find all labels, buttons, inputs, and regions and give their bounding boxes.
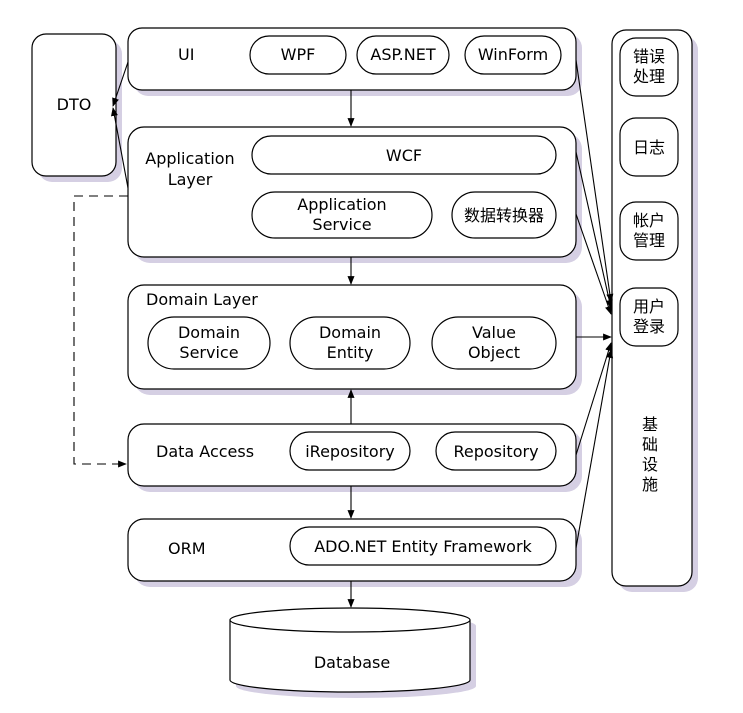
svg-text:WPF: WPF	[281, 45, 316, 64]
connectors	[73, 59, 614, 608]
application-service-box: Application Service	[251, 191, 433, 239]
svg-text:Service: Service	[312, 215, 371, 234]
infrastructure-title-char-3: 设	[642, 455, 658, 474]
data-access-label: Data Access	[156, 442, 254, 461]
ui-layer-label: UI	[178, 45, 194, 64]
dto-label: DTO	[57, 95, 92, 114]
svg-text:Domain: Domain	[319, 323, 381, 342]
svg-text:ASP.NET: ASP.NET	[370, 45, 435, 64]
svg-text:iRepository: iRepository	[305, 442, 395, 461]
svg-text:Repository: Repository	[453, 442, 538, 461]
account-management-box: 帐户 管理	[619, 201, 679, 261]
data-converter-box: 数据转换器	[451, 191, 557, 239]
log-box: 日志	[619, 117, 679, 177]
svg-text:登录: 登录	[633, 317, 665, 336]
svg-text:处理: 处理	[633, 67, 665, 86]
arrow-orm-to-infra	[575, 349, 614, 549]
orm-layer: ORM ADO.NET Entity Framework	[127, 518, 582, 587]
arrow-ui-to-dto	[112, 61, 129, 107]
svg-text:Value: Value	[472, 323, 516, 342]
infrastructure-title-char-4: 施	[642, 475, 658, 494]
arrow-ui-to-infra	[575, 59, 614, 303]
arrow-app-conv-to-infra	[575, 213, 612, 315]
application-layer-label-line2: Layer	[168, 170, 213, 189]
dto-box: DTO	[31, 33, 122, 182]
svg-text:Application: Application	[297, 195, 386, 214]
svg-text:ADO.NET Entity Framework: ADO.NET Entity Framework	[314, 537, 532, 556]
infrastructure-column: 错误 处理 日志 帐户 管理 用户 登录 基 础 设 施	[611, 29, 698, 592]
domain-service-box: Domain Service	[147, 316, 271, 370]
orm-label: ORM	[168, 539, 206, 558]
infrastructure-title-char-1: 基	[642, 415, 658, 434]
domain-entity-box: Domain Entity	[289, 316, 411, 370]
repository-box: Repository	[435, 431, 557, 471]
application-layer: Application Layer WCF Application Servic…	[127, 126, 582, 263]
arrow-app-wcf-to-infra	[575, 151, 613, 309]
ui-layer: UI WPF ASP.NET WinForm	[127, 27, 582, 96]
database-label: Database	[314, 653, 390, 672]
svg-text:用户: 用户	[633, 297, 665, 316]
dashed-dto-to-dataaccess	[73, 195, 128, 468]
application-layer-label-line1: Application	[145, 149, 234, 168]
svg-text:WCF: WCF	[386, 146, 422, 165]
arrow-dataaccess-to-infra	[575, 342, 612, 456]
svg-text:帐户: 帐户	[633, 211, 665, 230]
svg-text:日志: 日志	[633, 138, 665, 157]
ui-item-winform: WinForm	[464, 35, 562, 75]
data-access-layer: Data Access iRepository Repository	[127, 423, 582, 492]
error-handling-box: 错误 处理	[619, 37, 679, 97]
value-object-box: Value Object	[431, 316, 557, 370]
domain-layer: Domain Layer Domain Service Domain Entit…	[127, 284, 582, 395]
svg-text:数据转换器: 数据转换器	[464, 206, 544, 225]
svg-text:Object: Object	[468, 343, 520, 362]
svg-text:管理: 管理	[633, 231, 665, 250]
ui-item-wpf: WPF	[249, 35, 347, 75]
svg-text:Domain: Domain	[178, 323, 240, 342]
svg-text:Entity: Entity	[327, 343, 374, 362]
entity-framework-box: ADO.NET Entity Framework	[289, 526, 557, 566]
svg-text:错误: 错误	[633, 47, 665, 66]
svg-text:WinForm: WinForm	[478, 45, 548, 64]
domain-layer-label: Domain Layer	[146, 290, 258, 309]
irepository-box: iRepository	[289, 431, 411, 471]
user-login-box: 用户 登录	[619, 287, 679, 347]
wcf-box: WCF	[251, 135, 557, 175]
arrow-app-to-dto	[110, 107, 129, 189]
svg-text:Service: Service	[179, 343, 238, 362]
ui-item-aspnet: ASP.NET	[356, 35, 450, 75]
database-cylinder: Database	[229, 607, 476, 698]
infrastructure-title-char-2: 础	[642, 435, 658, 454]
